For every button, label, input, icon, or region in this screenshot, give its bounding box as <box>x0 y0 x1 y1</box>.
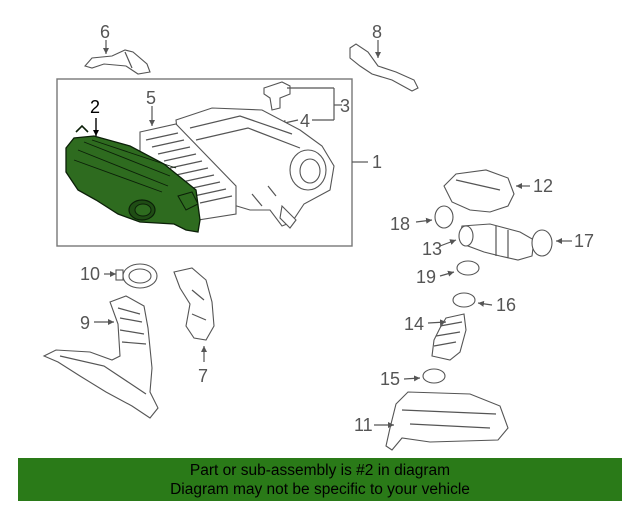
label-15: 15 <box>380 369 400 389</box>
label-8: 8 <box>372 22 382 42</box>
label-3: 3 <box>340 96 350 116</box>
info-banner: Part or sub-assembly is #2 in diagram Di… <box>18 458 622 501</box>
part-14-intake-hose[interactable] <box>431 313 467 361</box>
label-1: 1 <box>372 152 382 172</box>
label-5: 5 <box>146 88 156 108</box>
part-9-air-intake-duct[interactable] <box>42 295 159 419</box>
part-12-resonator[interactable] <box>443 169 515 213</box>
label-16: 16 <box>496 295 516 315</box>
part-3-mass-airflow-sensor[interactable] <box>263 81 291 111</box>
part-19-hose-clamp[interactable] <box>456 260 480 276</box>
part-2-air-cleaner-cover[interactable] <box>65 124 201 233</box>
part-11-air-duct[interactable] <box>385 391 509 451</box>
part-17-hose-clamp[interactable] <box>531 229 553 257</box>
label-13: 13 <box>422 239 442 259</box>
label-17: 17 <box>574 231 594 251</box>
label-14: 14 <box>404 314 424 334</box>
label-2: 2 <box>90 97 100 117</box>
label-11: 11 <box>354 415 373 435</box>
part-18-hose-clamp[interactable] <box>434 205 454 229</box>
label-18: 18 <box>390 214 410 234</box>
part-10-hose-clamp[interactable] <box>115 263 158 289</box>
part-16-hose-clamp[interactable] <box>452 292 476 308</box>
banner-line-2: Diagram may not be specific to your vehi… <box>170 481 470 498</box>
part-7-bracket[interactable] <box>173 267 215 341</box>
label-12: 12 <box>533 176 553 196</box>
part-13-intake-hose[interactable] <box>458 223 535 261</box>
parts-diagram: 6 8 2 5 3 4 1 12 18 13 17 10 19 16 9 14 … <box>42 22 594 451</box>
banner-line-1: Part or sub-assembly is #2 in diagram <box>189 462 451 479</box>
part-6-bracket[interactable] <box>84 49 151 75</box>
label-19: 19 <box>416 267 436 287</box>
label-4: 4 <box>300 111 310 131</box>
label-7: 7 <box>198 366 208 386</box>
label-9: 9 <box>80 313 90 333</box>
part-1-air-cleaner-housing[interactable] <box>175 107 335 229</box>
label-10: 10 <box>80 264 100 284</box>
part-8-bracket[interactable] <box>349 43 419 92</box>
label-6: 6 <box>100 22 110 42</box>
part-15-hose-clamp[interactable] <box>422 368 446 384</box>
